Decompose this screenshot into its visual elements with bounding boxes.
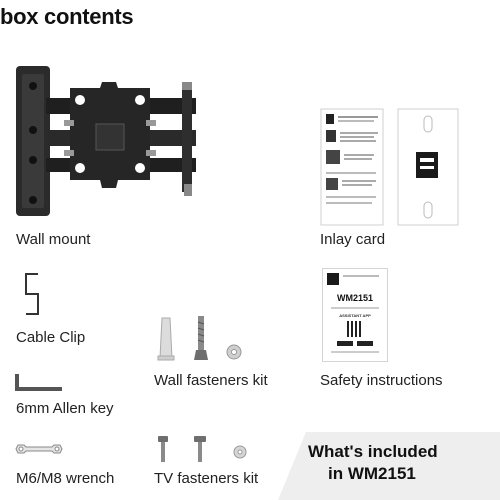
wall-mount-label: Wall mount	[16, 231, 91, 248]
cable-clip-image	[22, 272, 42, 318]
safety-app-label: ASSISTANT APP	[339, 313, 371, 318]
wall-fasteners-label: Wall fasteners kit	[154, 372, 268, 389]
qr-code-icon	[347, 321, 363, 337]
wall-fasteners-image	[152, 314, 252, 364]
allen-key-image	[14, 374, 64, 394]
allen-key-label: 6mm Allen key	[16, 400, 114, 417]
inlay-card-label: Inlay card	[320, 231, 386, 248]
wrench-label: M6/M8 wrench	[16, 470, 115, 487]
safety-model: WM2151	[336, 293, 373, 303]
cable-clip-label: Cable Clip	[16, 329, 86, 346]
page-title: box contents	[0, 4, 134, 29]
brand-logo-icon	[327, 273, 339, 285]
banner-line-2: in WM2151	[328, 464, 416, 483]
inlay-card-image	[320, 108, 460, 228]
wrench-image	[14, 442, 64, 456]
tv-fasteners-label: TV fasteners kit	[154, 470, 259, 487]
included-banner	[278, 432, 500, 500]
safety-booklet-image: WM2151 ASSISTANT APP	[322, 268, 388, 362]
tv-fasteners-image	[154, 436, 254, 466]
wall-mount-image	[12, 60, 212, 220]
safety-label: Safety instructions	[320, 372, 443, 389]
banner-line-1: What's included	[308, 442, 438, 461]
